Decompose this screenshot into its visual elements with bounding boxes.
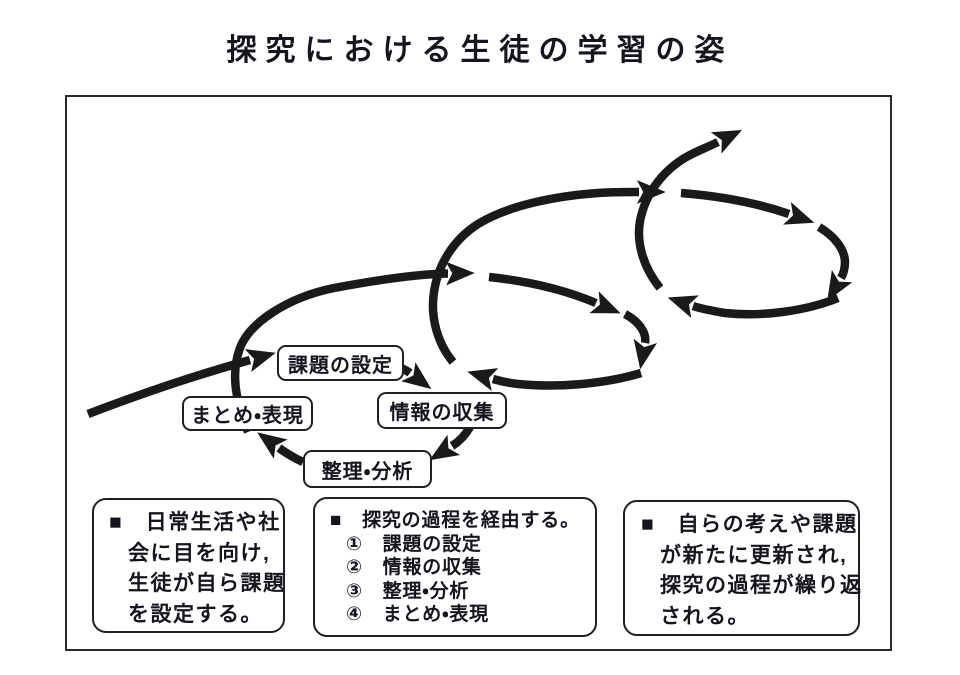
note-line: 探究の過程が繰り返 <box>660 574 863 597</box>
note-line-step-2: ② 情報の収集 <box>346 557 482 578</box>
loop1-arc-info-to-organize <box>429 424 474 461</box>
note-line: を設定する。 <box>128 602 263 626</box>
process-box-summarize-express: まとめ・表現 <box>182 396 313 431</box>
diagram-frame <box>65 95 892 651</box>
note-line: される。 <box>660 604 750 628</box>
process-label: まとめ・表現 <box>191 405 304 427</box>
process-label: 整理・分析 <box>321 460 414 483</box>
loop3-bottom-arc <box>667 294 840 319</box>
process-label: 情報の収集 <box>389 402 495 424</box>
loop2-left-rise-connector <box>428 180 666 365</box>
loop2-right-arc <box>622 310 658 370</box>
loop2-top-arc <box>488 272 621 314</box>
process-box-info-gathering: 情報の収集 <box>377 392 507 429</box>
loop1-arc-organize-to-summary <box>257 432 305 466</box>
process-box-task-setting: 課題の設定 <box>277 345 404 381</box>
note-box-inquiry-process-steps: ■ 探究の過程を経由する。 ① 課題の設定 ② 情報の収集 ③ 整理・分析 ④ … <box>313 497 597 637</box>
note-line: が新たに更新され, <box>660 543 848 567</box>
process-box-organize-analyze: 整理・分析 <box>303 450 432 488</box>
loop3-left-exit-arrow <box>634 130 742 291</box>
loop2-bottom-arc <box>467 368 643 392</box>
note-line: ■ 日常生活や社 <box>109 511 281 534</box>
page-title: 探究における生徒の学習の姿 <box>226 34 734 67</box>
note-line-step-3: ③ 整理・分析 <box>346 580 470 602</box>
loop3-top-arc <box>680 188 815 225</box>
process-label: 課題の設定 <box>288 354 393 377</box>
loop3-right-arc <box>816 223 853 301</box>
note-line: ■ 探究の過程を経由する。 <box>330 510 580 531</box>
note-box-set-own-task: ■ 日常生活や社 会に目を向け, 生徒が自ら課題 を設定する。 <box>92 498 285 633</box>
note-line-step-1: ① 課題の設定 <box>346 533 482 555</box>
note-box-process-repeats: ■ 自らの考えや課題 が新たに更新され, 探究の過程が繰り返 される。 <box>623 500 863 636</box>
note-line: ■ 自らの考えや課題 <box>641 513 858 536</box>
note-line: 生徒が自ら課題 <box>128 572 286 595</box>
loop1-left-rise-connector <box>230 261 475 434</box>
note-line-step-4: ④ まとめ・表現 <box>346 604 489 625</box>
note-line: 会に目を向け, <box>128 541 271 565</box>
